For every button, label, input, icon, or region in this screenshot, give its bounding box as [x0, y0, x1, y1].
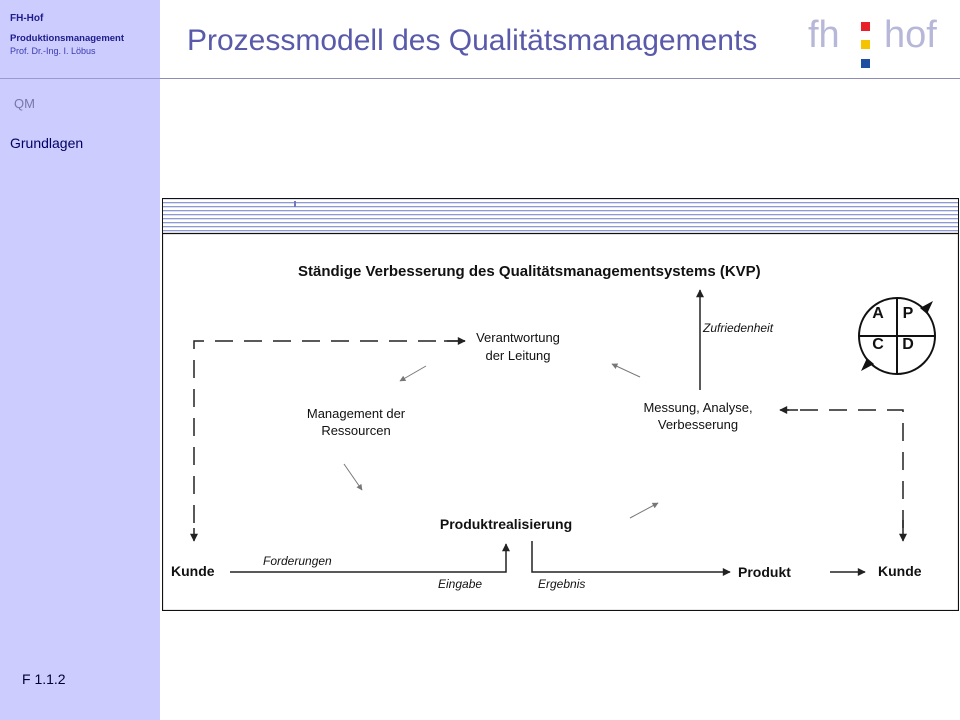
node-kunde-left: Kunde: [171, 563, 215, 579]
header-stripe-marker: [294, 201, 296, 207]
header-divider: [160, 78, 960, 79]
logo-dot-red: [861, 22, 870, 31]
node-produkt: Produkt: [738, 564, 791, 580]
cycle-arrow-4: [611, 363, 641, 378]
label-zufriedenheit: Zufriedenheit: [702, 321, 774, 335]
page-title: Prozessmodell des Qualitätsmanagements: [187, 24, 758, 57]
arrow-forderungen-eingabe: [230, 543, 510, 573]
cycle-arrow-3: [629, 502, 659, 519]
node-leitung-line2: der Leitung: [485, 348, 550, 363]
node-leitung-line1: Verantwortung: [476, 330, 560, 345]
sidebar-course: Produktionsmanagement: [10, 33, 125, 44]
slide-code: F 1.1.2: [22, 671, 66, 687]
pdca-arrow-bottom-left: [861, 358, 874, 371]
pdca-a: A: [872, 305, 884, 322]
logo-dot-yellow: [861, 40, 870, 49]
sidebar-author: Prof. Dr.-Ing. I. Löbus: [10, 46, 96, 56]
label-eingabe: Eingabe: [438, 577, 482, 591]
cycle-arrow-1: [399, 365, 427, 382]
sidebar-divider: [0, 78, 160, 79]
cycle-arrow-2: [343, 463, 363, 491]
node-ressourcen-line2: Ressourcen: [321, 423, 390, 438]
node-produktrealisierung: Produktrealisierung: [440, 516, 572, 532]
arrow-ergebnis-produkt: [531, 541, 731, 576]
logo-dot-blue: [861, 59, 870, 68]
pdca-d: D: [902, 336, 914, 353]
sidebar: FH-Hof Produktionsmanagement Prof. Dr.-I…: [0, 0, 160, 720]
node-messung-line1: Messung, Analyse,: [643, 400, 752, 415]
node-ressourcen-line1: Management der: [307, 406, 406, 421]
fh-hof-logo: fh hof: [808, 12, 948, 72]
sidebar-section[interactable]: QM: [14, 96, 35, 111]
diagram-frame: [162, 198, 959, 611]
label-forderungen: Forderungen: [263, 554, 332, 568]
pdca-arrow-top-right: [920, 301, 933, 314]
dashed-loop-right: [782, 409, 904, 528]
sidebar-item-grundlagen[interactable]: Grundlagen: [10, 135, 84, 151]
pdca-p: P: [903, 305, 914, 322]
diagram-header-stripes: [163, 199, 958, 233]
node-messung-line2: Verbesserung: [658, 417, 738, 432]
kvp-heading: Ständige Verbesserung des Qualitätsmanag…: [298, 263, 761, 280]
logo-text-fh: fh: [808, 14, 840, 56]
label-ergebnis: Ergebnis: [538, 577, 585, 591]
node-kunde-right: Kunde: [878, 563, 922, 579]
dashed-loop-left: [193, 340, 465, 539]
process-model-diagram: Ständige Verbesserung des Qualitätsmanag…: [162, 198, 959, 611]
pdca-circle: A P C D: [858, 297, 936, 375]
pdca-c: C: [872, 336, 884, 353]
sidebar-org: FH-Hof: [10, 13, 44, 24]
logo-text-hof: hof: [884, 14, 937, 56]
